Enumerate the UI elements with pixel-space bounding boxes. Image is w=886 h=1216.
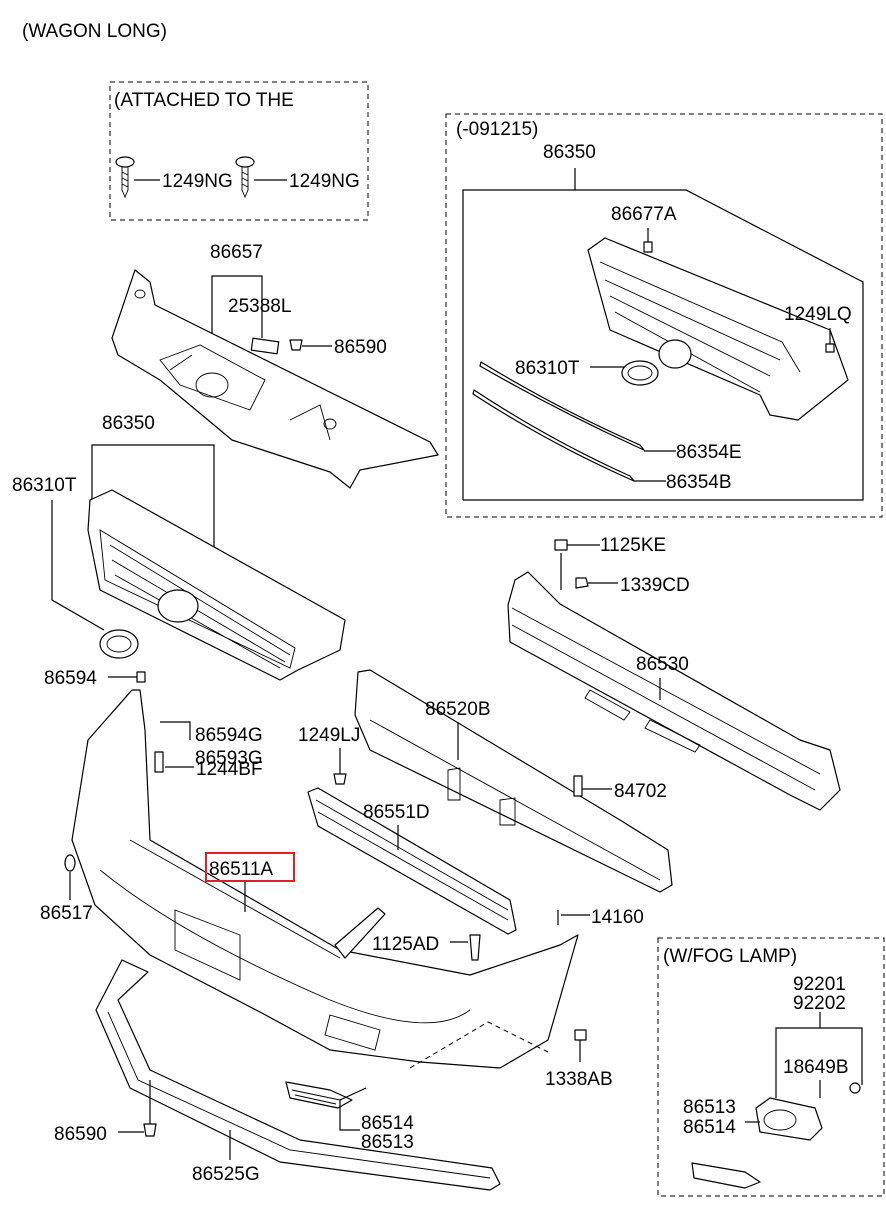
cover-cap-icon <box>64 854 76 872</box>
old-grille-part <box>587 237 849 421</box>
label-25388l: 25388L <box>228 296 291 317</box>
label-86677a: 86677A <box>611 204 677 225</box>
label-14160: 14160 <box>591 907 644 928</box>
old-grille-box-title: (-091215) <box>456 119 538 140</box>
screw-icon <box>825 343 835 353</box>
clip-icon <box>136 671 146 683</box>
lamp-cover-part <box>285 1081 353 1109</box>
label-86354b: 86354B <box>666 472 732 493</box>
fog-lamp-part <box>755 1097 823 1141</box>
fog-lamp-bezel-part <box>691 1162 761 1189</box>
label-1249ng-b: 1249NG <box>289 171 360 192</box>
bolt-icon <box>554 539 568 551</box>
label-86517: 86517 <box>40 903 93 924</box>
fog-lamp-box-title: (W/FOG LAMP) <box>663 946 797 967</box>
label-1249ng-a: 1249NG <box>162 171 233 192</box>
reinforcement-part <box>507 571 841 811</box>
label-92202: 92202 <box>793 993 846 1014</box>
label-86593g: 86593G <box>195 748 263 769</box>
label-1249lq: 1249LQ <box>784 304 852 325</box>
screw-icon <box>235 156 255 199</box>
label-86310t: 86310T <box>12 475 77 496</box>
label-86551d: 86551D <box>363 802 430 823</box>
upper-cover-part <box>111 269 439 489</box>
clip-icon <box>643 241 653 253</box>
attached-box-title: (ATTACHED TO THE <box>114 90 294 111</box>
label-plate-icon <box>250 337 280 355</box>
label-1339cd: 1339CD <box>620 575 690 596</box>
highlight-box-86511a <box>205 852 295 882</box>
clip-icon <box>573 775 583 797</box>
attached-box <box>109 81 369 221</box>
label-84702: 84702 <box>614 781 667 802</box>
absorber-part <box>354 669 673 893</box>
label-86354e: 86354E <box>676 442 742 463</box>
label-1249lj: 1249LJ <box>298 725 360 746</box>
molding-strip-upper <box>479 361 645 451</box>
label-86590-top: 86590 <box>334 337 387 358</box>
label-86514-fog: 86514 <box>683 1117 736 1138</box>
label-86594g: 86594G <box>195 725 263 746</box>
bolt-icon <box>469 934 481 961</box>
bulb-icon <box>849 1082 861 1094</box>
nut-icon <box>575 577 589 589</box>
label-86350-box: 86350 <box>543 142 596 163</box>
label-86590: 86590 <box>54 1124 107 1145</box>
grille-part <box>87 489 346 681</box>
label-1338ab: 1338AB <box>545 1069 613 1090</box>
emblem-icon <box>99 629 139 659</box>
clip-icon <box>289 339 303 351</box>
label-1244bf: 1244BF <box>196 759 263 780</box>
label-86594: 86594 <box>44 668 97 689</box>
label-86513: 86513 <box>361 1132 414 1153</box>
label-86350: 86350 <box>102 413 155 434</box>
old-grille-box <box>445 113 883 518</box>
bumper-cover-part <box>71 689 579 1069</box>
label-18649b: 18649B <box>783 1057 849 1078</box>
label-86310t-box: 86310T <box>515 358 580 379</box>
label-86514: 86514 <box>361 1113 414 1134</box>
nut-icon <box>574 1029 587 1041</box>
variant-title: (WAGON LONG) <box>22 21 167 42</box>
label-86530: 86530 <box>636 654 689 675</box>
label-86513-fog: 86513 <box>683 1097 736 1118</box>
label-92201: 92201 <box>793 974 846 995</box>
screw-icon <box>115 156 135 199</box>
screw-icon <box>333 773 347 785</box>
label-1125ad: 1125AD <box>372 934 439 955</box>
label-1125ke: 1125KE <box>600 535 666 556</box>
fog-lamp-box <box>657 937 885 1197</box>
label-86525g: 86525G <box>192 1164 260 1185</box>
label-86511a[interactable]: 86511A <box>209 859 273 880</box>
label-86520b: 86520B <box>425 699 491 720</box>
lower-lip-part <box>95 959 501 1191</box>
lower-grille-part <box>307 787 517 935</box>
label-86657: 86657 <box>210 242 263 263</box>
emblem-icon <box>621 360 659 386</box>
clip-icon <box>143 1123 157 1137</box>
bolt-icon <box>154 751 164 773</box>
